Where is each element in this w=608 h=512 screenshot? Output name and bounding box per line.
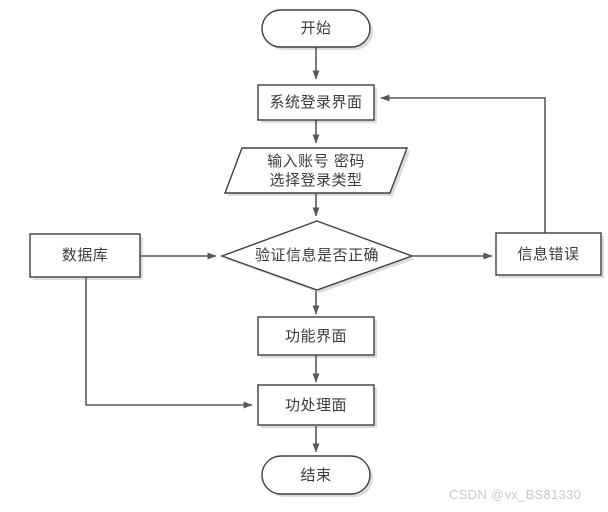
node-end-shape[interactable] (261, 455, 371, 495)
edge-database-process (85, 277, 253, 409)
node-input-shape[interactable] (223, 147, 409, 194)
node-start-shape[interactable] (261, 9, 371, 48)
watermark-text: CSDN @vx_BS81330 (449, 487, 582, 502)
edge-error-login (380, 94, 546, 234)
node-error-shape[interactable] (495, 232, 602, 276)
node-database-shape[interactable] (29, 233, 141, 278)
node-feature-shape[interactable] (257, 316, 375, 356)
node-shapes (29, 9, 602, 495)
node-login-shape[interactable] (257, 84, 375, 121)
node-process-shape[interactable] (257, 384, 375, 426)
node-verify-shape[interactable] (219, 220, 415, 291)
edge-layer (85, 47, 546, 453)
